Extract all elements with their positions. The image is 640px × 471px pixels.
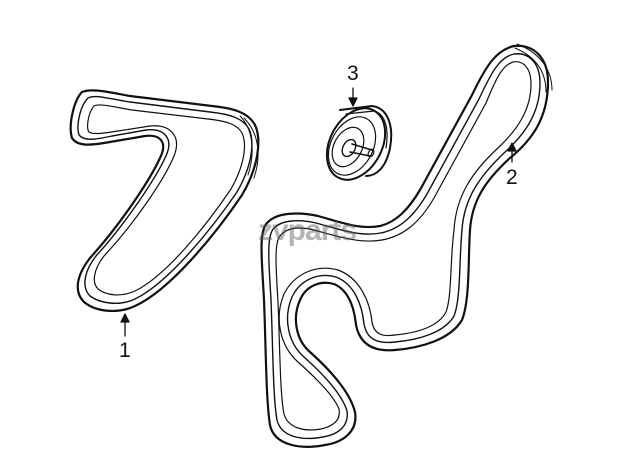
arrowhead-2 bbox=[507, 142, 517, 152]
watermark-logo: zvparts bbox=[258, 214, 357, 247]
belt-2 bbox=[260, 43, 553, 448]
arrowhead-1 bbox=[120, 313, 130, 323]
callout-label-3: 3 bbox=[347, 62, 359, 85]
belt-1 bbox=[69, 89, 260, 312]
leader-arrows bbox=[120, 87, 517, 337]
arrowhead-3 bbox=[348, 97, 358, 107]
idler-pulley-3 bbox=[325, 105, 393, 181]
callout-label-2: 2 bbox=[506, 166, 518, 189]
callout-label-1: 1 bbox=[119, 339, 131, 362]
